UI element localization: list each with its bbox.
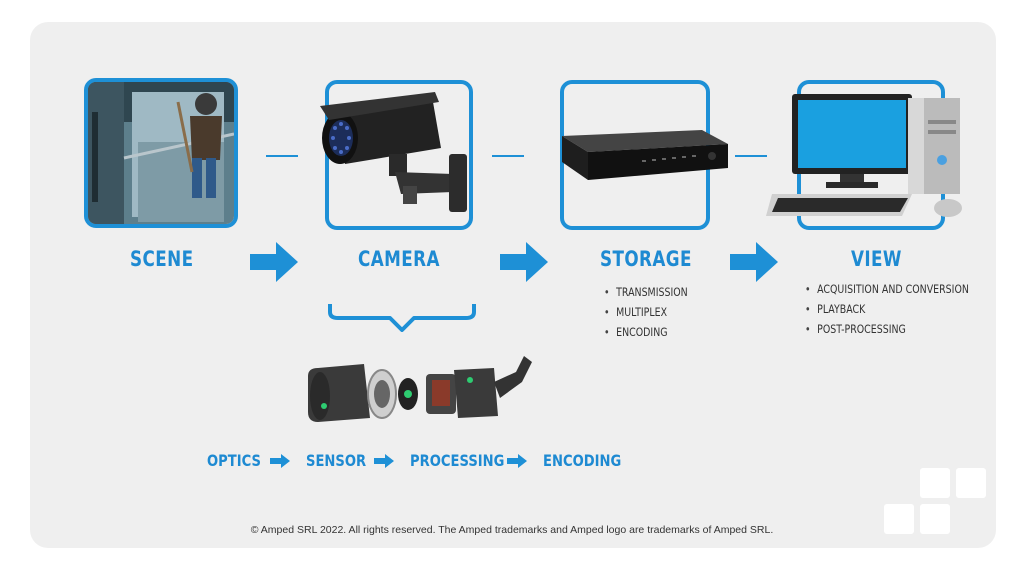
desktop-computer-image bbox=[766, 94, 962, 217]
connector-line bbox=[735, 155, 767, 157]
list-item: ACQUISITION AND CONVERSION bbox=[805, 279, 969, 299]
arrow-right-icon bbox=[507, 454, 527, 468]
arrow-right-icon bbox=[500, 242, 548, 282]
list-item: ENCODING bbox=[604, 322, 688, 342]
connector-line bbox=[266, 155, 298, 157]
view-bullets: ACQUISITION AND CONVERSION PLAYBACK POST… bbox=[805, 279, 1005, 339]
list-item: POST-PROCESSING bbox=[805, 319, 969, 339]
pipeline-step-encoding: ENCODING bbox=[543, 451, 622, 470]
storage-bullets: TRANSMISSION MULTIPLEX ENCODING bbox=[604, 282, 706, 342]
exploded-camera-image bbox=[308, 356, 532, 422]
storage-title: STORAGE bbox=[600, 247, 692, 271]
list-item: MULTIPLEX bbox=[604, 302, 688, 322]
cctv-camera-image bbox=[320, 92, 467, 212]
pipeline-step-sensor: SENSOR bbox=[306, 451, 367, 470]
connector-line bbox=[492, 155, 524, 157]
arrow-right-icon bbox=[250, 242, 298, 282]
view-title: VIEW bbox=[851, 247, 902, 271]
arrow-right-icon bbox=[730, 242, 778, 282]
camera-title: CAMERA bbox=[358, 247, 440, 271]
pipeline-step-optics: OPTICS bbox=[207, 451, 261, 470]
scene-title: SCENE bbox=[130, 247, 194, 271]
arrow-right-icon bbox=[270, 454, 290, 468]
burglar-scene-image bbox=[88, 82, 234, 224]
amped-logo-icon bbox=[884, 468, 986, 534]
brace-icon bbox=[328, 304, 476, 332]
list-item: PLAYBACK bbox=[805, 299, 969, 319]
copyright-footer: © Amped SRL 2022. All rights reserved. T… bbox=[250, 524, 774, 536]
scene-frame bbox=[84, 78, 238, 228]
pipeline-step-processing: PROCESSING bbox=[410, 451, 505, 470]
arrow-right-icon bbox=[374, 454, 394, 468]
list-item: TRANSMISSION bbox=[604, 282, 688, 302]
dvr-recorder-image bbox=[562, 130, 728, 180]
